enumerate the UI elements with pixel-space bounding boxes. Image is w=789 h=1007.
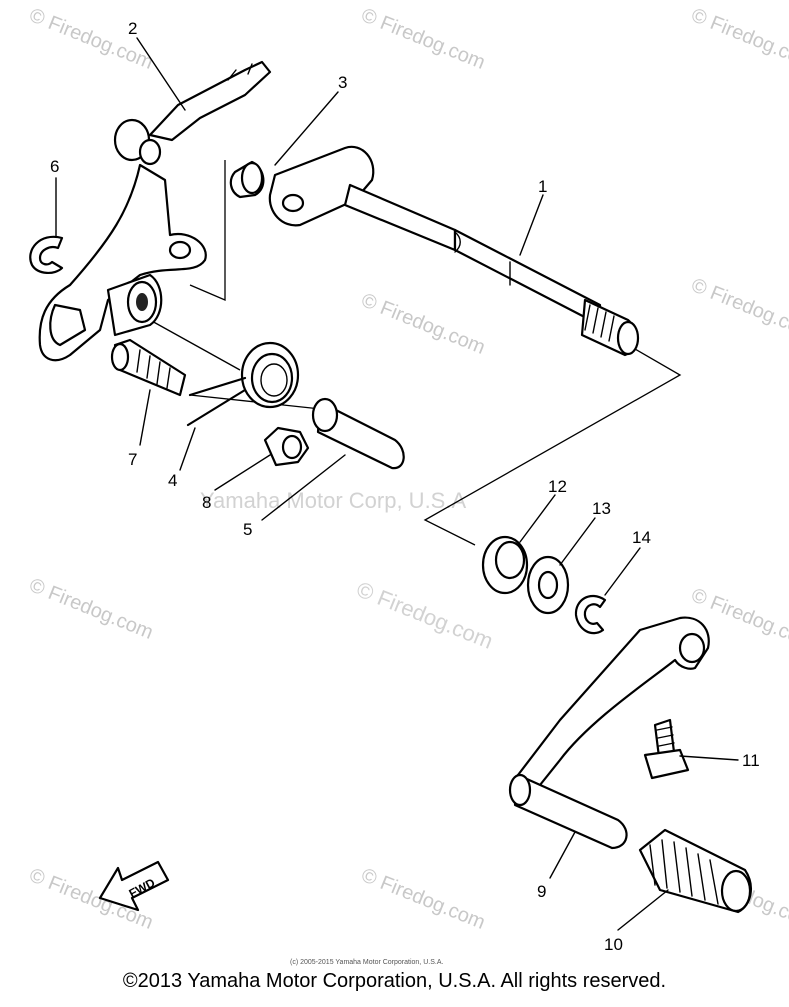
watermark-center: Yamaha Motor Corp, U.S.A (200, 488, 466, 513)
assembly-lines (149, 160, 682, 546)
watermark: © Firedog.com (26, 574, 156, 644)
seal-12 (481, 535, 529, 595)
pedal-rubber-10 (638, 828, 752, 914)
callout-6: 6 (50, 157, 59, 176)
watermark: © Firedog.com (688, 274, 789, 344)
callout-4: 4 (168, 471, 177, 490)
pin-5 (311, 397, 405, 470)
callout-9: 9 (537, 882, 546, 901)
circlip-6 (29, 235, 64, 274)
callout-2: 2 (128, 19, 137, 38)
spring-4 (186, 341, 300, 427)
callout-1: 1 (538, 177, 547, 196)
circlip-14 (574, 594, 607, 635)
callout-7: 7 (128, 450, 137, 469)
callout-14: 14 (632, 528, 651, 547)
small-copyright: (c) 2005-2015 Yamaha Motor Corporation, … (290, 959, 443, 966)
nut-8 (263, 426, 310, 467)
watermark: © Firedog.com (353, 576, 496, 653)
watermark: © Firedog.com (26, 4, 156, 74)
callout-8: 8 (202, 493, 211, 512)
callout-12: 12 (548, 477, 567, 496)
callout-leaders (55, 37, 739, 931)
watermark: © Firedog.com (358, 864, 488, 934)
callout-3: 3 (338, 73, 347, 92)
callout-11: 11 (742, 751, 760, 770)
bolt-7 (110, 338, 187, 397)
callout-5: 5 (243, 520, 252, 539)
watermark: © Firedog.com (358, 4, 488, 74)
watermark: © Firedog.com (688, 4, 789, 74)
shift-shaft-1 (268, 145, 640, 357)
shift-pedal-9 (508, 616, 710, 850)
shift-lever-assembly (38, 60, 272, 362)
callout-10: 10 (604, 935, 623, 954)
copyright-footer: ©2013 Yamaha Motor Corporation, U.S.A. A… (122, 970, 667, 992)
watermark: © Firedog.com (358, 289, 488, 359)
callout-numbers: 1 2 3 4 5 6 7 8 9 10 11 12 13 14 (50, 19, 760, 954)
collar-3 (229, 160, 265, 199)
fwd-arrow-icon: FWD (98, 860, 170, 912)
washer-13 (526, 555, 570, 615)
callout-13: 13 (592, 499, 611, 518)
bolt-11 (643, 718, 690, 780)
